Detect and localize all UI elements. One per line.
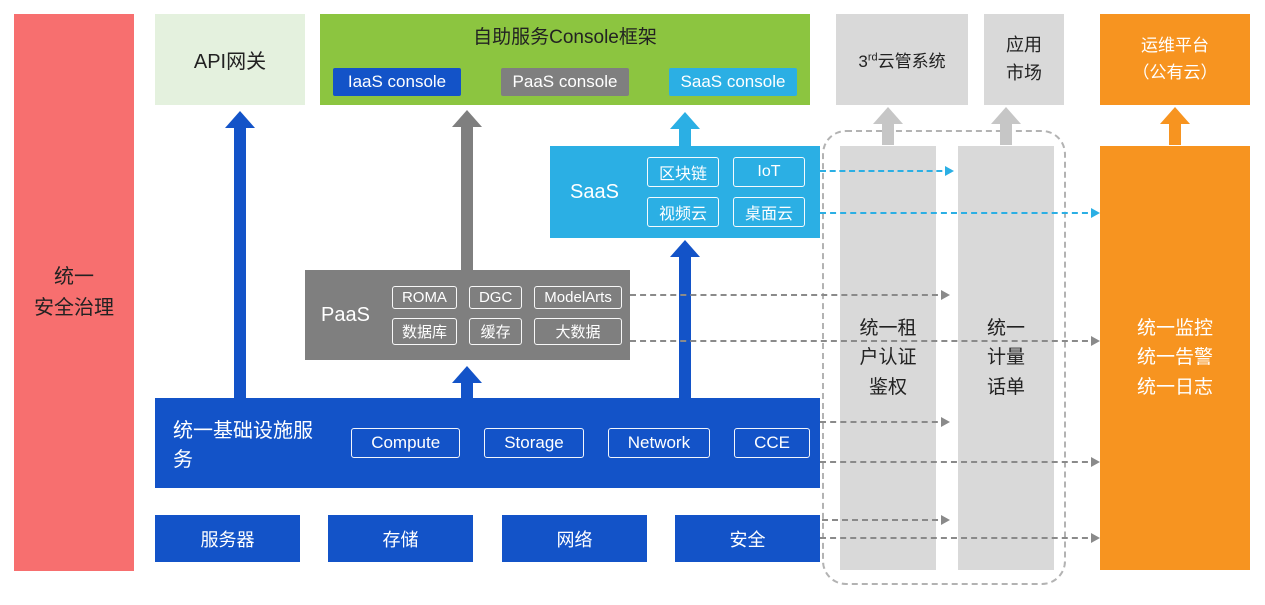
paas-service-label: 大数据 [555, 323, 601, 341]
dashed-arrow-saas-to-auth [820, 166, 954, 176]
dashed-arrow-infra-to-monitor [820, 457, 1100, 467]
app-market-box: 应用 市场 [984, 14, 1064, 105]
third-party-sup: rd [867, 51, 878, 64]
iaas-console-label: IaaS console [347, 72, 447, 91]
arrow-infra-to-saas [670, 240, 700, 398]
paas-label: PaaS [321, 303, 370, 326]
saas-service-label: 区块链 [658, 166, 707, 183]
hardware-network-box: 网络 [502, 515, 647, 562]
paas-service-modelarts: ModelArts [534, 285, 622, 309]
saas-service-iot: IoT [732, 157, 805, 187]
dashed-arrow-hardware-to-monitor [820, 533, 1100, 543]
saas-service-label: 视频云 [658, 206, 707, 223]
dashed-arrow-hardware-to-billing [822, 515, 950, 525]
paas-service-label: 缓存 [480, 323, 511, 341]
paas-services-grid: ROMA DGC ModelArts 数据库 缓存 大数据 [391, 285, 622, 345]
infra-service-label: Compute [371, 433, 441, 452]
security-governance-label: 统一 安全治理 [34, 265, 114, 319]
arrow-monitorbar-to-ops-platform [1160, 107, 1190, 145]
infra-service-storage: Storage [484, 428, 584, 458]
saas-service-videocloud: 视频云 [646, 197, 719, 227]
tenant-auth-bar: 统一租 户认证 鉴权 [840, 146, 936, 570]
console-frame-box: 自助服务Console框架 IaaS console PaaS console … [320, 14, 810, 105]
third-party-cloud-mgmt-box: 3rd云管系统 [836, 14, 968, 105]
hardware-storage-box: 存储 [328, 515, 473, 562]
saas-label: SaaS [570, 180, 619, 203]
monitor-alarm-log-label: 统一监控 统一告警 统一日志 [1136, 317, 1213, 398]
infrastructure-label: 统一基础设施服务 [173, 420, 313, 471]
dashed-arrow-saas-to-monitor [820, 208, 1100, 218]
saas-service-desktopcloud: 桌面云 [732, 197, 805, 227]
saas-services-grid: 区块链 IoT 视频云 桌面云 [646, 157, 805, 227]
tenant-auth-label: 统一租 户认证 鉴权 [859, 317, 917, 398]
paas-service-dgc: DGC [468, 285, 523, 309]
api-gateway-box: API网关 [155, 14, 305, 105]
arrow-saas-to-console-frame [670, 112, 700, 146]
paas-service-cache: 缓存 [468, 317, 523, 345]
monitor-alarm-log-bar: 统一监控 统一告警 统一日志 [1100, 146, 1250, 570]
third-party-cloud-mgmt-label: 3rd云管系统 [858, 47, 945, 72]
arrow-authbar-to-third-cloud [873, 107, 903, 145]
saas-service-label: IoT [757, 163, 781, 180]
paas-service-label: ROMA [401, 288, 447, 306]
hardware-server-box: 服务器 [155, 515, 300, 562]
api-gateway-label: API网关 [193, 51, 267, 73]
paas-box: PaaS ROMA DGC ModelArts 数据库 缓存 大数据 [305, 270, 630, 360]
hardware-label: 网络 [556, 529, 593, 550]
console-row: IaaS console PaaS console SaaS console [333, 68, 797, 96]
infra-service-network: Network [607, 428, 711, 458]
ops-platform-label: 运维平台 （公有云） [1132, 36, 1218, 82]
third-party-suffix: 云管系统 [877, 52, 946, 71]
saas-console-chip: SaaS console [669, 68, 797, 96]
infrastructure-box: 统一基础设施服务 Compute Storage Network CCE [155, 398, 820, 488]
infra-service-label: CCE [754, 433, 790, 452]
hardware-label: 安全 [729, 529, 766, 550]
common-services-dashed-group [822, 130, 1066, 585]
metering-billing-label: 统一 计量 话单 [986, 317, 1025, 398]
paas-console-label: PaaS console [512, 72, 618, 91]
arrow-infra-to-paas [452, 366, 482, 398]
hardware-label: 服务器 [200, 529, 255, 550]
saas-box: SaaS 区块链 IoT 视频云 桌面云 [550, 146, 820, 238]
infra-service-label: Network [627, 433, 691, 452]
paas-service-bigdata: 大数据 [534, 317, 622, 345]
paas-service-label: 数据库 [401, 323, 447, 341]
paas-console-chip: PaaS console [501, 68, 629, 96]
infra-service-compute: Compute [351, 428, 461, 458]
arrow-billingbar-to-app-market [991, 107, 1021, 145]
arrow-paas-to-console-frame [452, 110, 482, 270]
infra-service-label: Storage [504, 433, 564, 452]
hardware-security-box: 安全 [675, 515, 820, 562]
security-governance-bar: 统一 安全治理 [14, 14, 134, 571]
third-party-prefix: 3 [858, 52, 868, 71]
paas-service-roma: ROMA [391, 285, 457, 309]
infra-service-cce: CCE [734, 428, 810, 458]
app-market-label: 应用 市场 [1006, 34, 1042, 83]
saas-service-label: 桌面云 [744, 206, 793, 223]
metering-billing-bar: 统一 计量 话单 [958, 146, 1054, 570]
hardware-label: 存储 [382, 529, 419, 550]
infrastructure-services-row: Compute Storage Network CCE [351, 428, 810, 458]
dashed-arrow-paas-to-monitor [630, 336, 1100, 346]
paas-service-label: DGC [478, 288, 513, 306]
ops-platform-box: 运维平台 （公有云） [1100, 14, 1250, 105]
saas-service-blockchain: 区块链 [646, 157, 719, 187]
dashed-arrow-paas-to-billing [630, 290, 950, 300]
arrow-infra-to-api-gateway [225, 111, 255, 398]
saas-console-label: SaaS console [680, 72, 786, 91]
iaas-console-chip: IaaS console [333, 68, 461, 96]
paas-service-database: 数据库 [391, 317, 457, 345]
paas-service-label: ModelArts [544, 288, 612, 306]
dashed-arrow-infra-to-billing [820, 417, 950, 427]
console-frame-title: 自助服务Console框架 [473, 27, 657, 48]
